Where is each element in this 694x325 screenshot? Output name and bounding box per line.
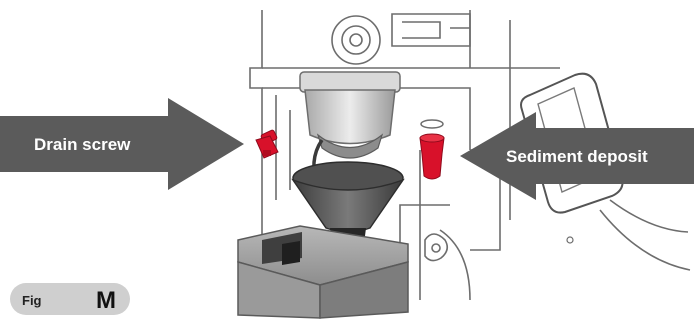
sediment-deposit-label: Sediment deposit xyxy=(506,147,648,166)
collection-tray xyxy=(238,226,408,318)
callout-arrow-left: Drain screw xyxy=(0,98,244,190)
drain-screw-part xyxy=(256,130,278,158)
fig-word-label: Fig xyxy=(22,293,42,308)
filter-bowl xyxy=(300,72,400,158)
figure-badge: Fig M xyxy=(10,283,130,315)
fig-letter-label: M xyxy=(96,287,116,314)
sediment-deposit-part xyxy=(420,120,444,179)
drain-screw-label: Drain screw xyxy=(34,135,131,154)
